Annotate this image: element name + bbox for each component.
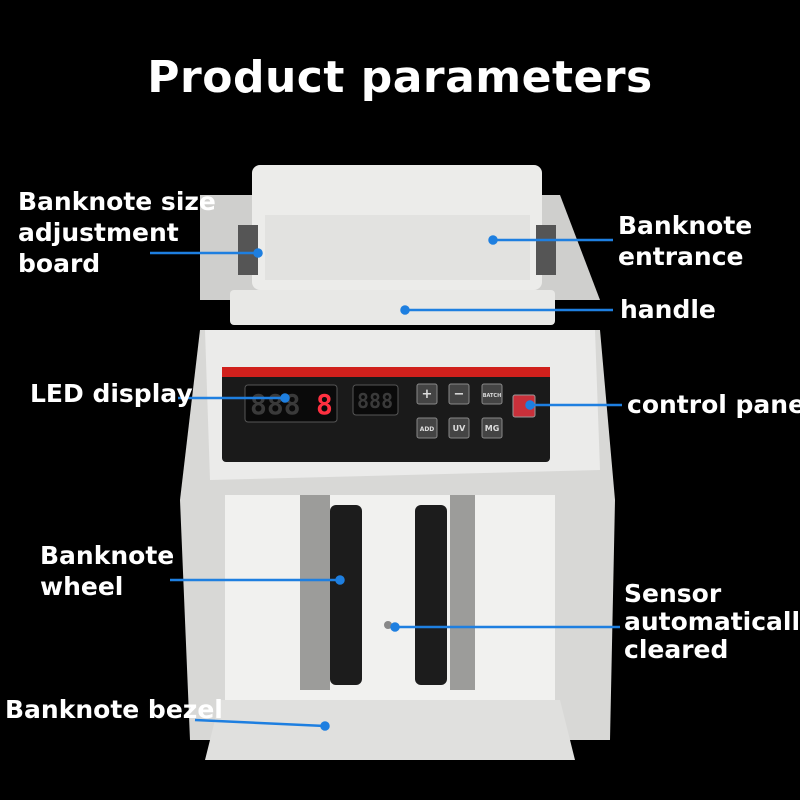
bill-outlet	[225, 495, 555, 725]
label-sensor: Sensor automatically cleared	[624, 580, 800, 664]
batch-label: BATCH	[483, 393, 502, 399]
label-line: board	[18, 249, 101, 278]
leader-dot	[320, 721, 330, 731]
leader-line-bezel	[194, 718, 326, 728]
banknote-bezel	[205, 700, 575, 760]
led-display	[244, 384, 338, 423]
minus-label: −	[454, 387, 465, 402]
led-digit-active: 8	[316, 388, 333, 421]
left-guide	[300, 495, 330, 690]
label-entrance: Banknote entrance	[618, 210, 752, 272]
tray-ribs	[265, 215, 530, 280]
leader-dot	[280, 393, 290, 403]
batch-button[interactable]	[481, 383, 503, 405]
right-guide	[450, 495, 475, 690]
label-line: entrance	[618, 242, 744, 271]
label-line: Banknote size	[18, 187, 216, 216]
banknote-wheel-right	[415, 505, 447, 685]
banknote-wheel-left	[330, 505, 362, 685]
add-button[interactable]	[416, 417, 438, 439]
label-wheel: Banknote wheel	[40, 540, 174, 602]
panel-stripe	[222, 367, 550, 377]
label-size-board: Banknote size adjustment board	[18, 186, 216, 279]
label-handle: handle	[620, 295, 716, 324]
label-line: automatically	[624, 607, 800, 636]
uv-label: UV	[453, 424, 466, 433]
size-adjustment-board-right	[536, 225, 556, 275]
handle	[230, 290, 555, 325]
label-bezel: Banknote bezel	[5, 695, 223, 724]
add-label: ADD	[420, 426, 435, 433]
label-line: Sensor	[624, 579, 722, 608]
label-line: wheel	[40, 572, 124, 601]
plus-button[interactable]	[416, 383, 438, 405]
batch-display	[352, 384, 399, 416]
page-title: Product parameters	[147, 52, 653, 103]
mg-button[interactable]	[481, 417, 503, 439]
plus-label: +	[422, 387, 433, 402]
label-led-display: LED display	[30, 379, 193, 408]
mg-label: MG	[485, 424, 500, 433]
sensor	[384, 621, 392, 629]
leader-dot	[525, 400, 535, 410]
batch-digits: 888	[357, 389, 393, 413]
uv-button[interactable]	[448, 417, 470, 439]
leader-dot	[488, 235, 498, 245]
leader-dot	[253, 248, 263, 258]
leader-dot	[400, 305, 410, 315]
label-control-panel: control panel	[627, 390, 800, 419]
led-digits: 888	[250, 388, 301, 421]
label-line: adjustment	[18, 218, 179, 247]
size-adjustment-board	[238, 225, 258, 275]
leader-dot	[390, 622, 400, 632]
leader-dot	[335, 575, 345, 585]
minus-button[interactable]	[448, 383, 470, 405]
label-line: Banknote	[40, 541, 175, 570]
label-line: cleared	[624, 635, 729, 664]
label-line: Banknote	[618, 211, 753, 240]
